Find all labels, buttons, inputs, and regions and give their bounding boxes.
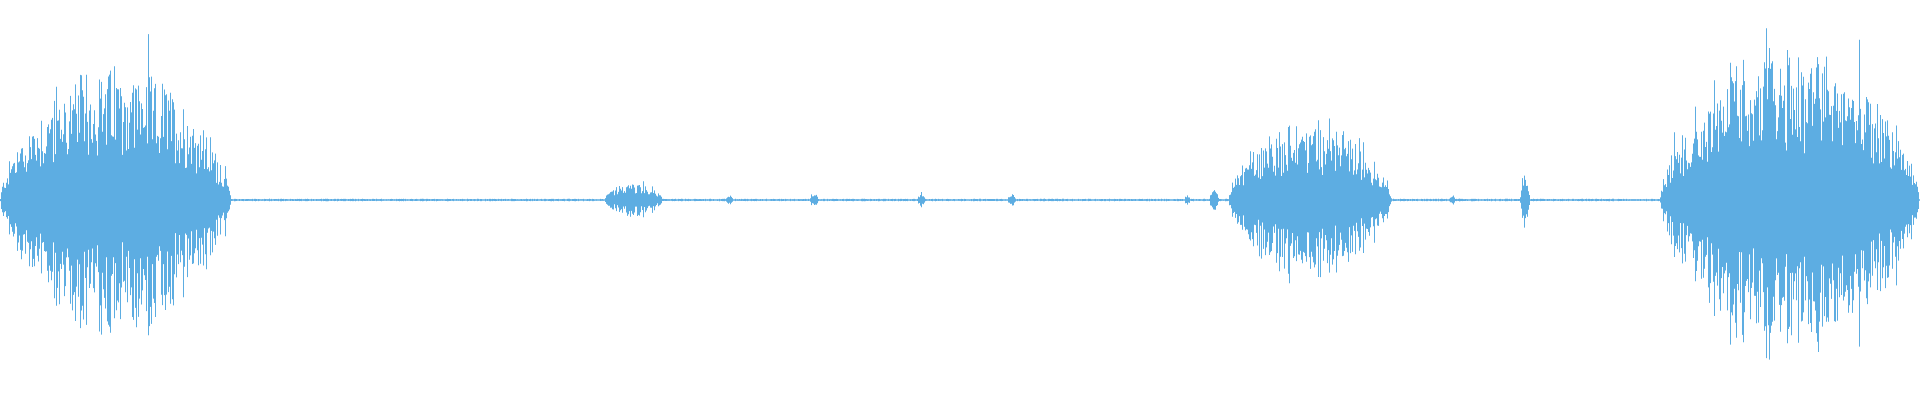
waveform-path [0, 28, 1920, 360]
